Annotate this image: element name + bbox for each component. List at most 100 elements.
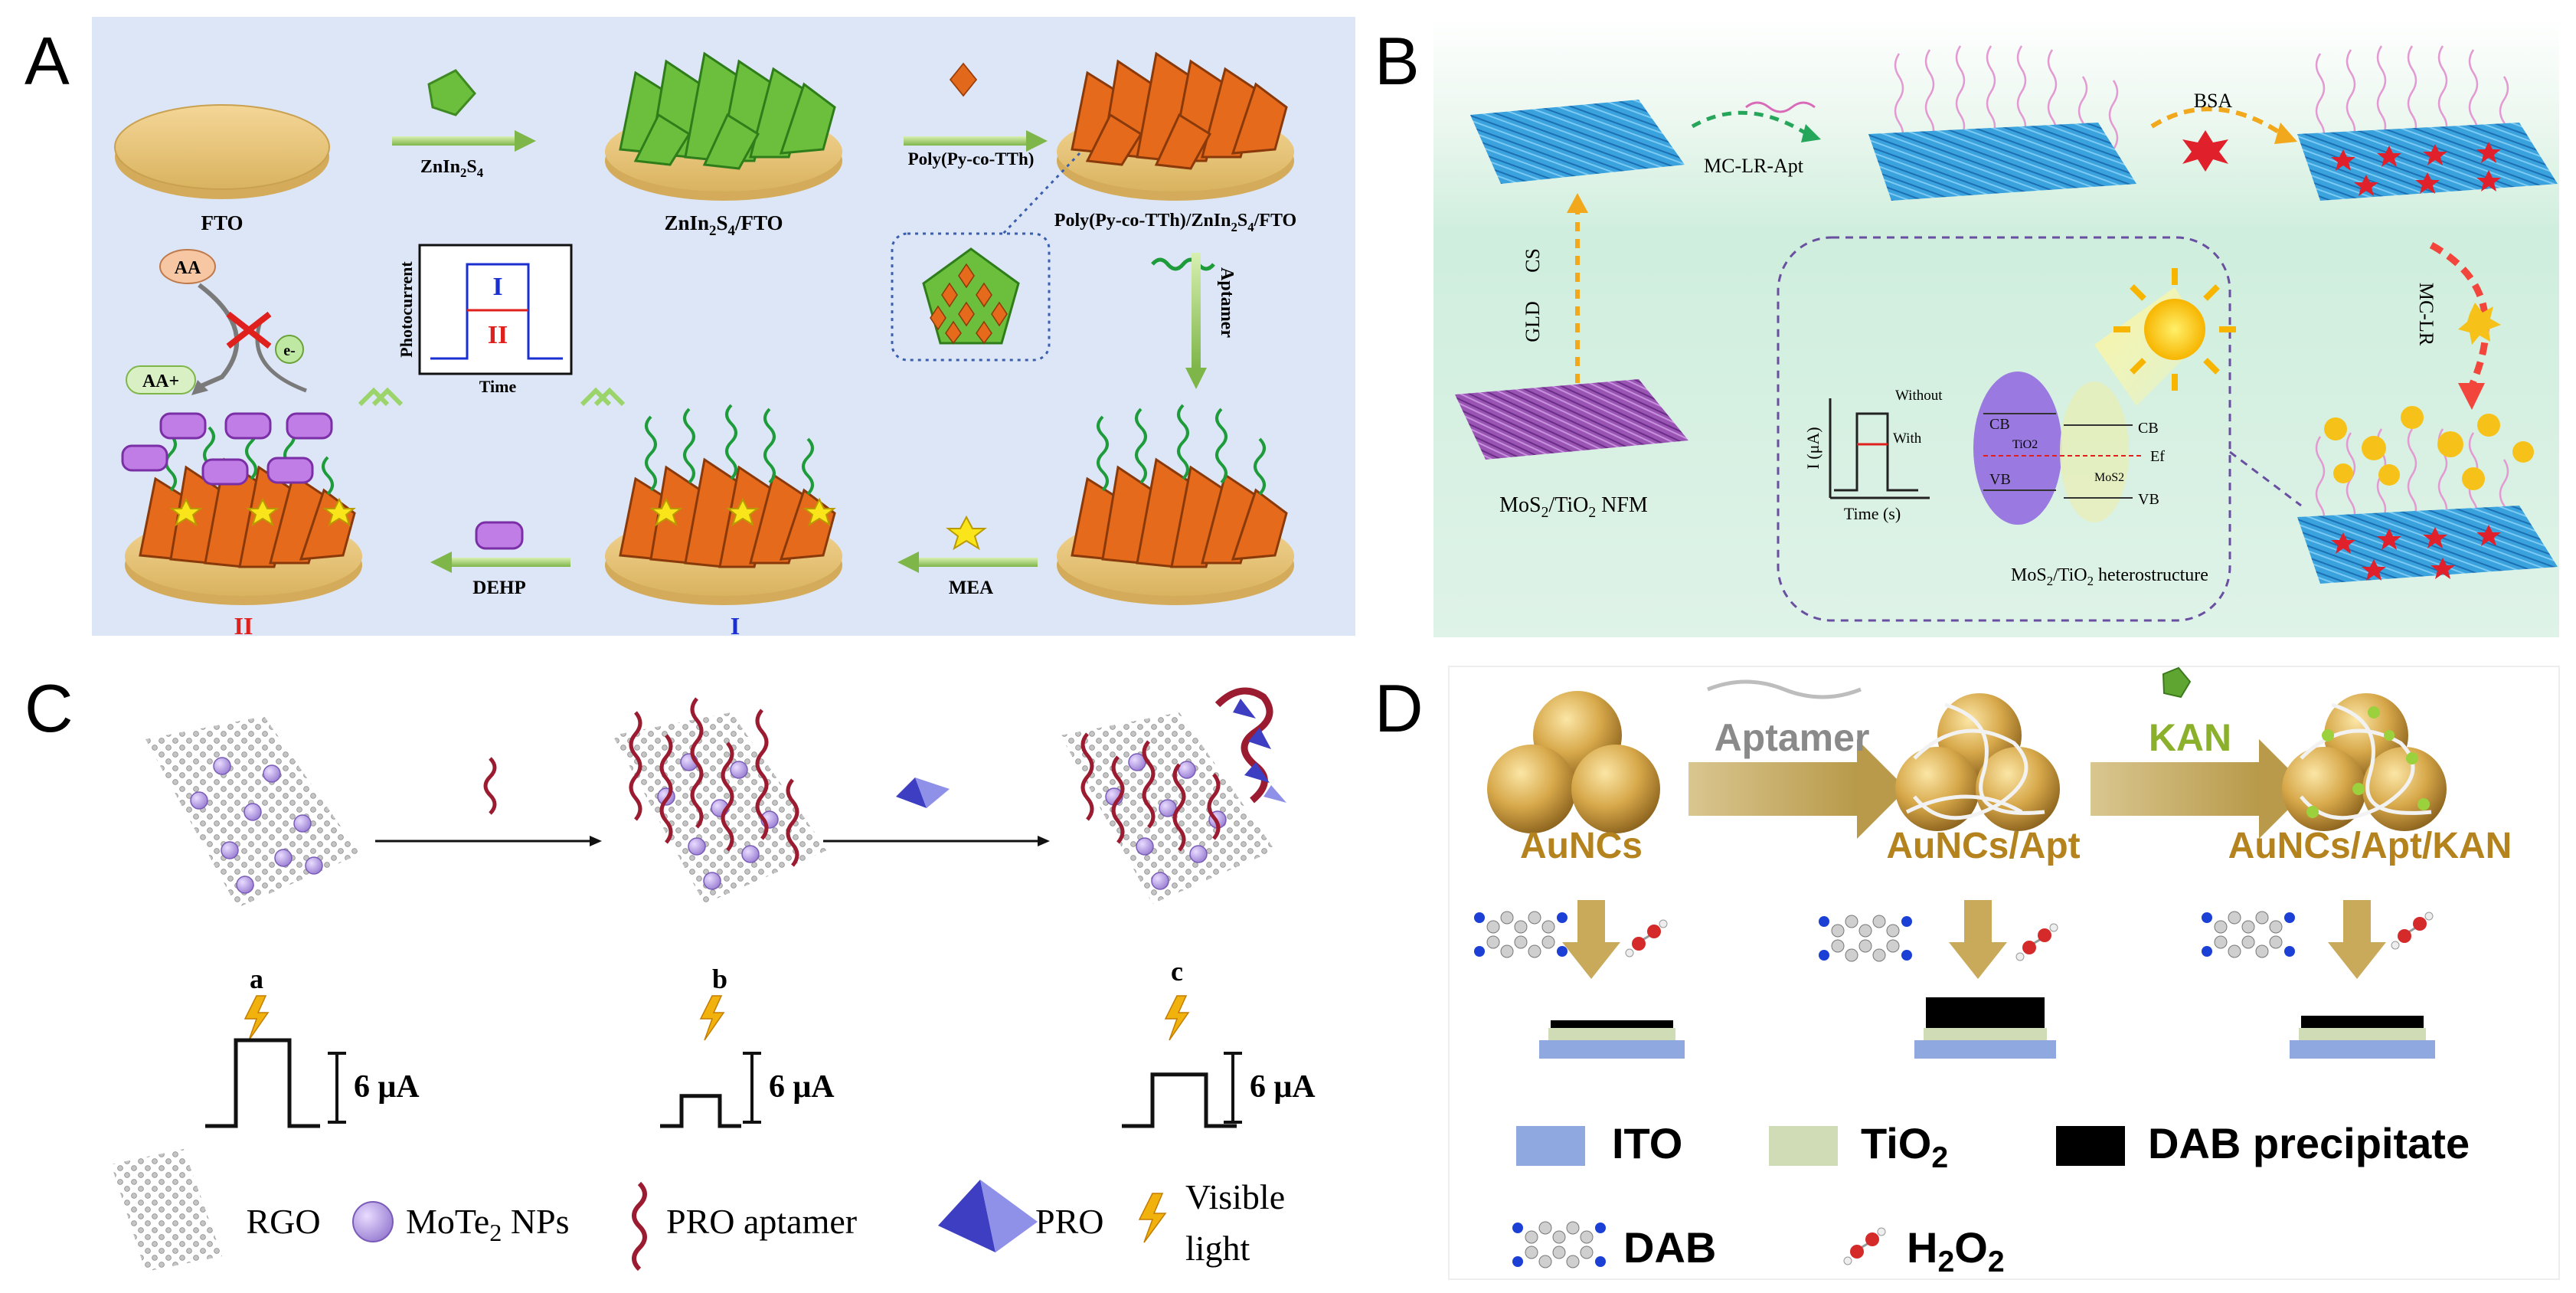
rgo-sheet-a: [145, 716, 360, 908]
it-xlabel: Time (s): [1844, 504, 1901, 523]
aa-label: AA: [175, 258, 201, 278]
photocurrent-pulse-c: [1122, 1072, 1237, 1128]
h2o2-molecule-2: [2015, 923, 2058, 961]
legend-ito-label: ITO: [1612, 1119, 1682, 1167]
polymer-diamond-icon: [949, 62, 978, 97]
state-1-label: I: [731, 612, 740, 640]
state-2-label: II: [234, 612, 253, 640]
membrane-3: [2297, 45, 2558, 201]
ef-label: Ef: [2150, 448, 2165, 465]
znin2s4-fto-electrode: [605, 51, 842, 201]
tio2-layer-auncs: [1548, 1028, 1675, 1040]
reagent-aptamer-label: Aptamer: [1217, 267, 1237, 338]
legend-rgo-icon: [111, 1149, 222, 1272]
bound-complex: [1214, 687, 1286, 804]
ito-layer-apt: [1914, 1040, 2056, 1059]
electron-arrow: [255, 321, 307, 393]
graph-state-2-label: II: [488, 321, 508, 349]
tio2-layer-kan: [2299, 1028, 2426, 1040]
panel-d: D AuNCs Aptamer AuNCs/Apt: [1375, 666, 2560, 1280]
legend-aptamer-label: PRO aptamer: [666, 1202, 857, 1241]
ito-layer-auncs: [1539, 1040, 1685, 1059]
panel-d-letter: D: [1375, 670, 1424, 746]
step-c-label: c: [1171, 956, 1183, 987]
mechanism-inset: [1777, 236, 2231, 622]
aptamer-icon-c: [483, 757, 497, 815]
polymer-electrode: [1057, 51, 1294, 201]
legend-aptamer-icon: [632, 1181, 647, 1272]
aa-plus-label: AA+: [142, 372, 179, 391]
membrane-4: [2297, 406, 2558, 584]
auncs-label: AuNCs: [1520, 826, 1643, 866]
photocurrent-pulses: [205, 1038, 1237, 1128]
arrow-dehp: [430, 552, 570, 573]
tio2-cb-label: CB: [1989, 416, 2010, 433]
arrow-to-znin2s4: [392, 130, 536, 152]
graph-ylabel: Photocurrent: [397, 261, 416, 358]
znin2s4-fto-label: ZnIn2S4/FTO: [664, 211, 783, 239]
aa-bubble: [159, 249, 216, 284]
legend-mote2-label: MoTe2 NPs: [406, 1202, 570, 1246]
dab-precipitate-auncs: [1551, 1020, 1673, 1028]
dab-molecule-3: [2202, 911, 2295, 958]
blocked-cross-icon: [226, 311, 272, 349]
photocurrent-pulse-b: [660, 1094, 741, 1128]
legend-ito-swatch: [1516, 1126, 1585, 1166]
aa-oxidation-arrow: [198, 283, 240, 389]
aptamer-wave-icon: [1151, 257, 1215, 271]
state-1-electrode: [605, 404, 842, 605]
legend-rgo-label: RGO: [246, 1202, 320, 1241]
it-trace-without: [1834, 412, 1918, 492]
dab-precipitate-apt: [1926, 997, 2045, 1028]
arrow-aptamer: [1185, 253, 1207, 389]
aptamer-strand-icon-d: [1707, 679, 1862, 699]
mos2-label: MoS2: [2094, 471, 2124, 484]
lightning-icon-b: [699, 995, 725, 1041]
it-ylabel: I (μA): [1803, 427, 1822, 469]
legend-light-label-1: Visible: [1185, 1177, 1285, 1216]
h2o2-molecule-1: [1625, 919, 1668, 957]
kan-icon: [2162, 666, 2192, 699]
rgo-sheet-b: [613, 697, 827, 904]
auncs-cluster: [1487, 691, 1660, 833]
inset-connector: [2229, 450, 2302, 507]
auncs-apt-kan-cluster: [2282, 693, 2447, 831]
arrow-apt: [1691, 110, 1809, 136]
scale-label-c: 6 μA: [1250, 1069, 1316, 1105]
chevrons-right: [358, 387, 404, 407]
arrow-mclr: [2429, 242, 2489, 392]
kan-label: KAN: [2149, 716, 2231, 759]
panel-a-letter: A: [25, 23, 70, 99]
legend-h2o2-icon: [1843, 1227, 1886, 1265]
down-arrow-1: [1562, 900, 1620, 979]
legend-h2o2-label: H2O2: [1907, 1223, 2005, 1278]
reagent-mea-label: MEA: [949, 578, 993, 598]
mclr-label: MC-LR: [2415, 283, 2437, 346]
nfm-label: MoS2/TiO2 NFM: [1499, 493, 1648, 521]
arrow-cs-gld-head: [1567, 193, 1588, 213]
panel-c-letter: C: [25, 670, 74, 746]
aa-oxidation-arrowhead: [191, 380, 208, 395]
arrow-mea: [897, 552, 1038, 573]
rgo-sheet-c: [1061, 687, 1286, 904]
reagent-polymer-label: Poly(Py-co-TTh): [908, 149, 1035, 169]
legend-dab-precipitate-label: DAB precipitate: [2148, 1119, 2470, 1167]
mos2-band-ellipse: [2060, 381, 2129, 522]
legend-dab-icon: [1512, 1221, 1606, 1268]
aa-plus-bubble: [126, 365, 196, 394]
legend-dab-label: DAB: [1623, 1223, 1716, 1272]
reagent-znin2s4-label: ZnIn2S4: [420, 157, 484, 180]
legend-tio2-label: TiO2: [1861, 1119, 1948, 1174]
ito-layer-kan: [2290, 1040, 2435, 1059]
step-a-label: a: [250, 964, 263, 994]
dehp-icon: [475, 521, 524, 550]
legend-pro-icon: [938, 1180, 1038, 1252]
arrow-bsa-head: [2274, 123, 2297, 144]
legend-light-icon: [1138, 1193, 1167, 1243]
photocurrent-pulse-a: [205, 1038, 320, 1128]
tio2-band-ellipse: [1973, 372, 2062, 525]
tio2-layer-apt: [1924, 1028, 2047, 1040]
arrow-apt-head: [1801, 124, 1821, 142]
down-arrow-2: [1949, 900, 2007, 979]
dab-molecule-2: [1819, 915, 1912, 962]
